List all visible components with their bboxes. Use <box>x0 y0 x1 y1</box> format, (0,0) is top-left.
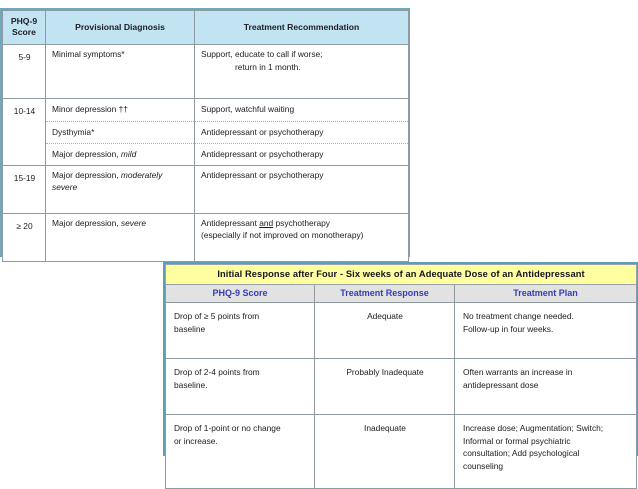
table1-header-row: PHQ-9 Score Provisional Diagnosis Treatm… <box>2 9 409 46</box>
plan-line-1: Often warrants an increase in <box>463 367 573 377</box>
table-row: Drop of 1-point or no change or increase… <box>165 414 638 489</box>
table2-cell-score: Drop of ≥ 5 points from baseline <box>165 302 315 359</box>
score-line-2: baseline <box>174 323 206 334</box>
score-line-1: Drop of 2-4 points from <box>174 367 260 377</box>
table1-subrow-treatment: Antidepressant or psychotherapy <box>195 122 408 144</box>
phq9-severity-treatment-table: PHQ-9 Score Provisional Diagnosis Treatm… <box>0 8 410 262</box>
table-row: 10-14 Minor depression †† Dysthymia* Maj… <box>2 98 409 166</box>
table2-col-header-score: PHQ-9 Score <box>165 284 315 303</box>
table1-subrow-treatment: Antidepressant or psychotherapy <box>201 148 324 159</box>
table1-cell-treatment: Antidepressant and psychotherapy (especi… <box>194 212 409 262</box>
plan-line-2: antidepressant dose <box>463 379 539 390</box>
treatment-line-2: (especially if not improved on monothera… <box>201 230 364 241</box>
table2-cell-score: Drop of 2-4 points from baseline. <box>165 358 315 415</box>
table-row: Drop of 2-4 points from baseline. Probab… <box>165 358 638 415</box>
table1-subrow-diagnosis: Minor depression †† <box>46 99 194 122</box>
treatment-and-emphasis: and <box>259 217 274 228</box>
plan-line-3: consultation; Add psychological <box>463 448 580 459</box>
plan-line-2: Informal or formal psychiatric <box>463 435 571 446</box>
table2-col-header-plan: Treatment Plan <box>453 284 638 303</box>
table-row: 15-19 Major depression, moderately sever… <box>2 164 409 214</box>
diagnosis-severity: mild <box>120 148 137 159</box>
table1-subrow-treatment: Support, watchful waiting <box>195 99 408 122</box>
table1-col-header-score: PHQ-9 Score <box>2 9 46 46</box>
plan-line-2: Follow-up in four weeks. <box>463 323 554 334</box>
slide-canvas: PHQ-9 Score Provisional Diagnosis Treatm… <box>0 8 638 489</box>
table2-cell-plan: Often warrants an increase in antidepres… <box>453 358 638 415</box>
table1-cell-score: ≥ 20 <box>2 212 46 262</box>
treatment-line-2: return in 1 month. <box>235 61 301 72</box>
diagnosis-text: Major depression, <box>52 217 121 228</box>
table2-cell-response: Inadequate <box>314 414 455 489</box>
table2-title: Initial Response after Four - Six weeks … <box>164 264 638 285</box>
table2-cell-response: Probably Inadequate <box>314 358 455 415</box>
plan-line-1: Increase dose; Augmentation; Switch; <box>463 423 604 433</box>
table2-cell-plan: Increase dose; Augmentation; Switch; Inf… <box>453 414 638 489</box>
table1-cell-diagnosis: Major depression, severe <box>45 212 195 262</box>
table2-header-row: PHQ-9 Score Treatment Response Treatment… <box>165 284 638 303</box>
table1-inner-frame: PHQ-9 Score Provisional Diagnosis Treatm… <box>2 9 409 262</box>
table-row: 5-9 Minimal symptoms* Support, educate t… <box>2 44 409 100</box>
table1-cell-treatment-group: Support, watchful waiting Antidepressant… <box>194 98 409 166</box>
table1-cell-treatment: Support, educate to call if worse; retur… <box>194 44 409 100</box>
table1-cell-diagnosis-group: Minor depression †† Dysthymia* Major dep… <box>45 98 195 166</box>
plan-line-4: counseling <box>463 460 504 471</box>
table1-cell-score: 15-19 <box>2 164 46 214</box>
plan-line-1: No treatment change needed. <box>463 311 574 321</box>
table2-grid: Initial Response after Four - Six weeks … <box>164 264 638 489</box>
diagnosis-severity: moderately severe <box>52 169 163 193</box>
table-row: Drop of ≥ 5 points from baseline Adequat… <box>165 302 638 359</box>
table1-header-score-line2: Score <box>12 27 36 38</box>
table1-grid: PHQ-9 Score Provisional Diagnosis Treatm… <box>2 9 409 262</box>
table1-cell-score: 5-9 <box>2 44 46 100</box>
table-row: ≥ 20 Major depression, severe Antidepres… <box>2 212 409 262</box>
table1-col-header-diagnosis: Provisional Diagnosis <box>45 9 195 46</box>
diagnosis-text: Major depression, <box>52 148 121 159</box>
table1-col-header-treatment: Treatment Recommendation <box>194 9 409 46</box>
diagnosis-text: Major depression, <box>52 169 121 180</box>
table1-cell-diagnosis: Major depression, moderately severe <box>45 164 195 214</box>
table1-subrow-diagnosis: Dysthymia* <box>46 122 194 144</box>
score-line-1: Drop of ≥ 5 points from <box>174 311 260 321</box>
treatment-line-1: Support, educate to call if worse; <box>201 49 323 60</box>
treatment-line-1-post: psychotherapy <box>273 217 331 228</box>
table2-title-row: Initial Response after Four - Six weeks … <box>164 264 638 285</box>
table2-cell-response: Adequate <box>314 302 455 359</box>
table1-header-score-line1: PHQ-9 <box>10 16 38 26</box>
initial-response-table: Initial Response after Four - Six weeks … <box>163 262 638 489</box>
table1-subrow-diagnosis: Major depression, mild <box>46 144 194 165</box>
table2-col-header-response: Treatment Response <box>314 284 455 303</box>
treatment-line-1-pre: Antidepressant <box>201 217 260 228</box>
table2-cell-score: Drop of 1-point or no change or increase… <box>165 414 315 489</box>
diagnosis-severity: severe <box>120 217 147 228</box>
table2-cell-plan: No treatment change needed. Follow-up in… <box>453 302 638 359</box>
table1-cell-diagnosis: Minimal symptoms* <box>45 44 195 100</box>
table1-cell-score: 10-14 <box>2 98 46 166</box>
score-line-2: or increase. <box>174 435 218 446</box>
score-line-2: baseline. <box>174 379 208 390</box>
table1-cell-treatment: Antidepressant or psychotherapy <box>194 164 409 214</box>
score-line-1: Drop of 1-point or no change <box>174 423 281 433</box>
